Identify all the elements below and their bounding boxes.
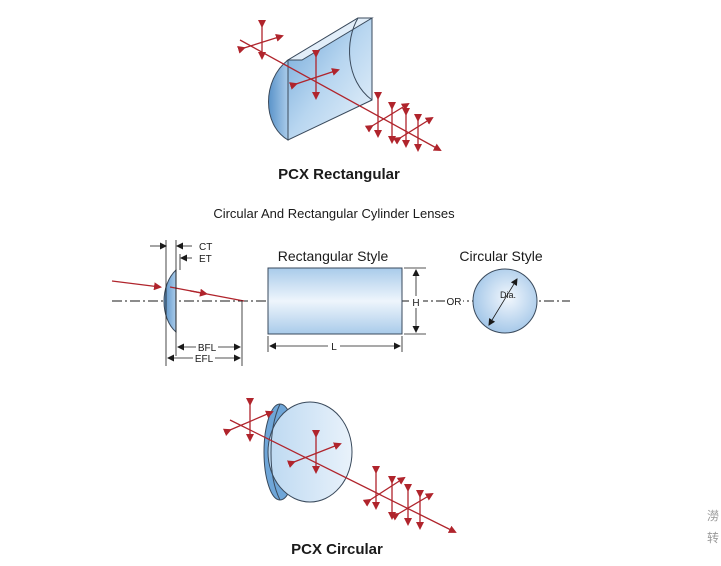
bottom-polarization-arrows: [222, 398, 434, 530]
top-polarization-arrows: [237, 20, 434, 152]
disk-lens-edge: [270, 403, 281, 501]
dia-label: Dia.: [500, 290, 516, 300]
circular-style-title: Circular Style: [459, 248, 542, 264]
incoming-ray: [111, 280, 162, 291]
lens-profile-section: CT ET BFL EFL: [111, 240, 245, 366]
h-label-bg: [409, 296, 423, 308]
circular-style-section: Circular Style Dia.: [459, 248, 543, 334]
rect-lens-back-curve: [349, 17, 373, 101]
dia-dimension: [488, 278, 518, 326]
pcx-rectangular-title: PCX Rectangular: [278, 166, 400, 183]
l-label: L: [331, 342, 337, 353]
diagram-title: Circular And Rectangular Cylinder Lenses: [213, 206, 455, 221]
watermark-char-2: 转: [706, 531, 719, 545]
pcx-circular-figure: PCX Circular: [222, 398, 457, 558]
watermark-char-1: 澇: [706, 509, 719, 523]
disk-lens-face: [267, 401, 353, 503]
et-label: ET: [199, 254, 212, 265]
ct-label: CT: [199, 242, 212, 253]
rect-lens-top-edge: [286, 17, 374, 61]
refracted-ray-arrow: [189, 288, 208, 297]
efl-label: EFL: [195, 354, 214, 365]
efl-label-bg: [193, 352, 215, 364]
bfl-label-bg: [196, 341, 218, 353]
rectangular-style-section: Rectangular Style H L: [267, 248, 426, 353]
pcx-rectangular-figure: PCX Rectangular: [237, 17, 442, 183]
l-label-bg: [328, 340, 340, 352]
refracted-ray: [169, 286, 245, 302]
or-label: OR: [447, 297, 462, 308]
rect-lens-curved-side: [268, 58, 289, 141]
or-label-bg: [445, 295, 463, 307]
rectangular-style-title: Rectangular Style: [278, 248, 389, 264]
h-label: H: [412, 298, 419, 309]
rectangular-lens-shape: [267, 267, 403, 335]
bfl-label: BFL: [198, 343, 217, 354]
circular-lens-shape: [472, 268, 538, 334]
pcx-circular-title: PCX Circular: [291, 541, 383, 558]
